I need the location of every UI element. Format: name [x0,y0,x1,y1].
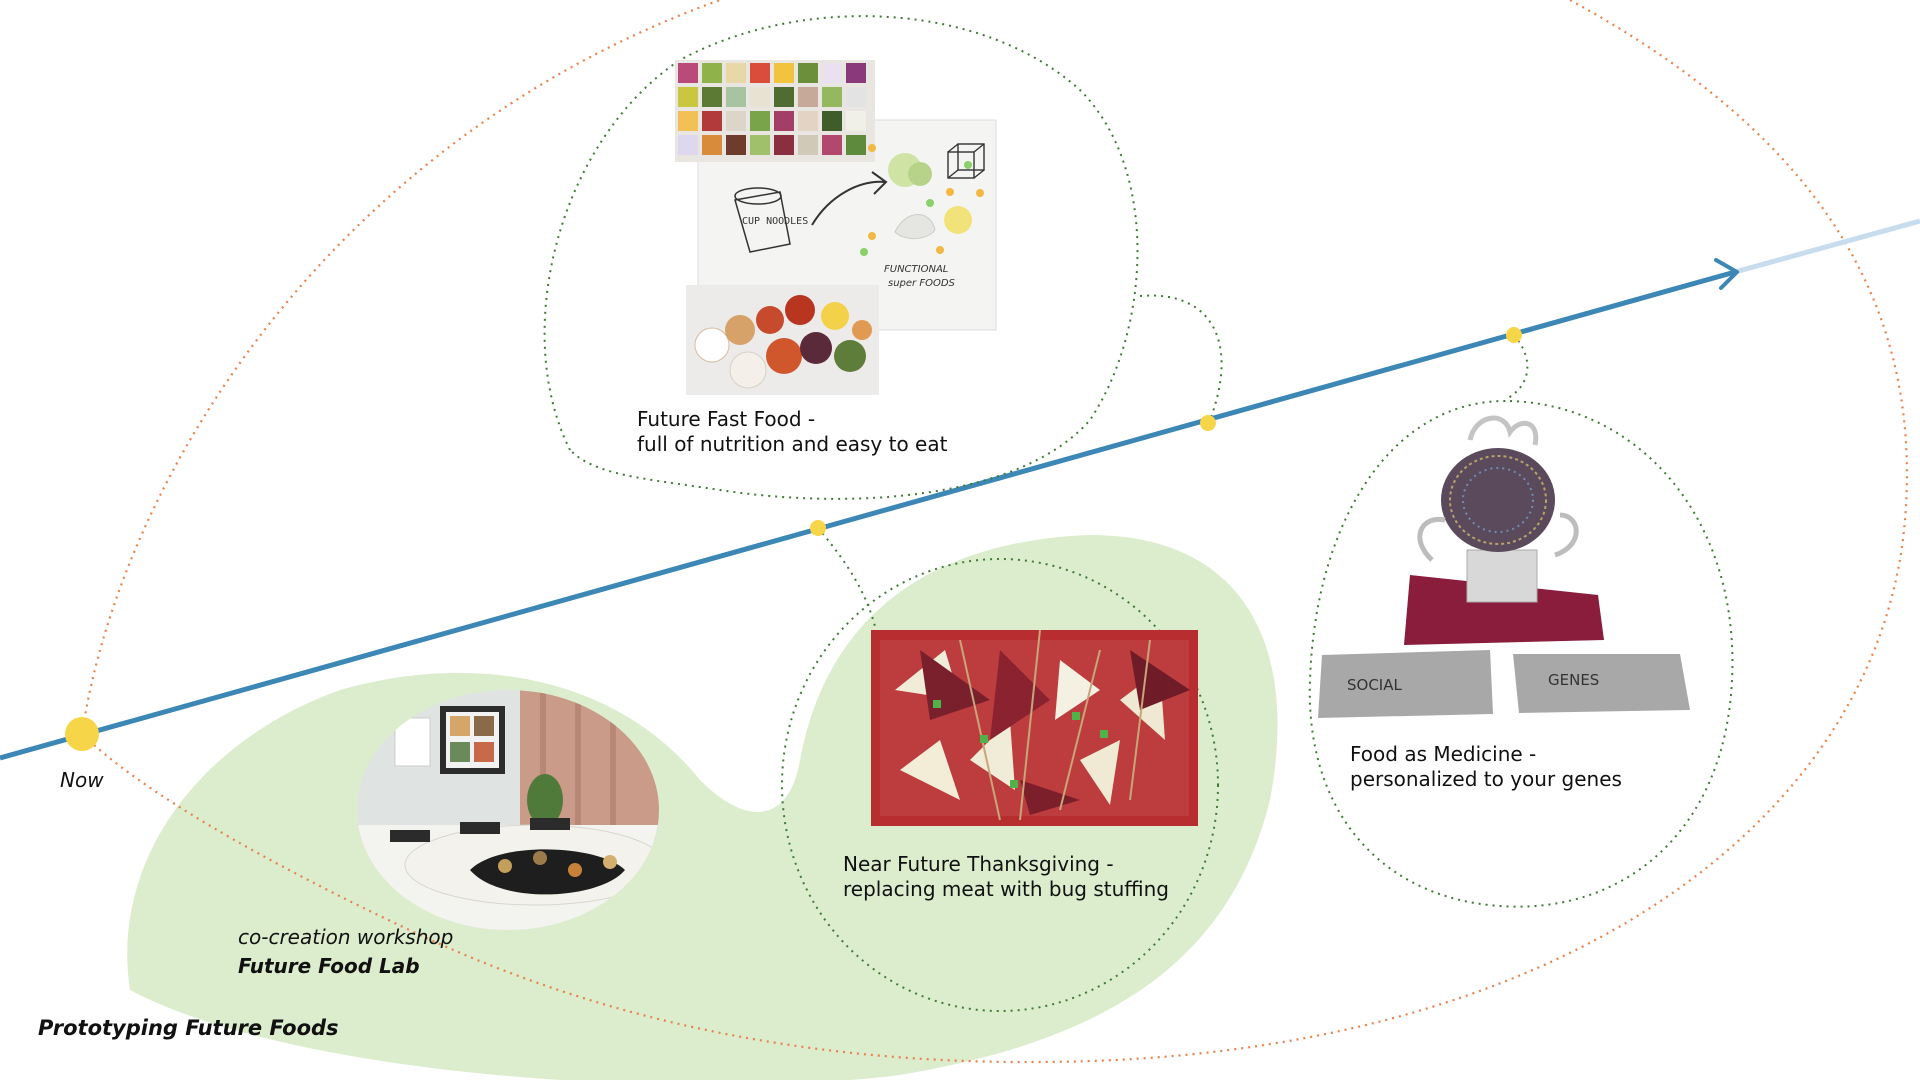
concept-medicine-line2: personalized to your genes [1350,767,1622,791]
timeline-line [0,269,1736,761]
sketch-functional-text: FUNCTIONAL [884,264,948,275]
orange-dotted-loop [80,0,1909,1064]
concept-medicine-label: Food as Medicine - personalized to your … [1350,742,1622,792]
milestone-medicine [1506,327,1522,343]
photo-superfood-balls [686,285,879,395]
connector-thanksgiving [817,527,879,641]
timeline-arrow-icon [1714,258,1739,290]
card-genes-text: GENES [1548,671,1599,689]
concept-fast-food-line2: full of nutrition and easy to eat [637,432,948,456]
concept-medicine-line1: Food as Medicine - [1350,742,1537,766]
milestone-fast-food [1200,415,1216,431]
sketch-cup-text: CUP NOODLES [742,216,808,227]
card-social: SOCIAL [1318,650,1493,718]
connector-medicine [1507,334,1529,399]
workshop-label: co-creation workshop Future Food Lab [238,925,453,979]
page-title: Prototyping Future Foods [38,1016,339,1040]
photo-medicine-sculpture: SOCIAL GENES [1318,415,1690,718]
card-social-text: SOCIAL [1347,676,1402,694]
connector-fast-food [1139,294,1223,421]
milestone-thanksgiving [810,520,826,536]
concept-fast-food-line1: Future Fast Food - [637,407,816,431]
concept-thanksgiving-label: Near Future Thanksgiving - replacing mea… [843,852,1169,902]
timeline-fade-extension [1734,218,1920,275]
concept-fast-food-label: Future Fast Food - full of nutrition and… [637,407,947,457]
photo-mosaic-grid [675,60,875,162]
concept-thanksgiving-line2: replacing meat with bug stuffing [843,877,1169,901]
now-label: Now [60,768,104,792]
sketch-arrow-icon [811,171,888,226]
workshop-line2: Future Food Lab [238,954,420,978]
card-genes: GENES [1513,654,1690,713]
bubble-medicine [1308,399,1734,908]
concept-thanksgiving-line1: Near Future Thanksgiving - [843,852,1114,876]
photo-thanksgiving-tray [871,629,1198,826]
workshop-line1: co-creation workshop [238,925,454,949]
bubble-thanksgiving [781,558,1219,1012]
milestone-now [65,717,99,751]
sketch-cube-icon [947,143,985,179]
photo-fast-food-collage: CUP NOODLES FUNCTIONAL super FOODS [675,60,997,395]
sketch-cup-icon: CUP NOODLES [734,187,808,253]
bubble-fast-food [543,15,1139,500]
sketch-superfoods-text: super FOODS [888,278,956,289]
